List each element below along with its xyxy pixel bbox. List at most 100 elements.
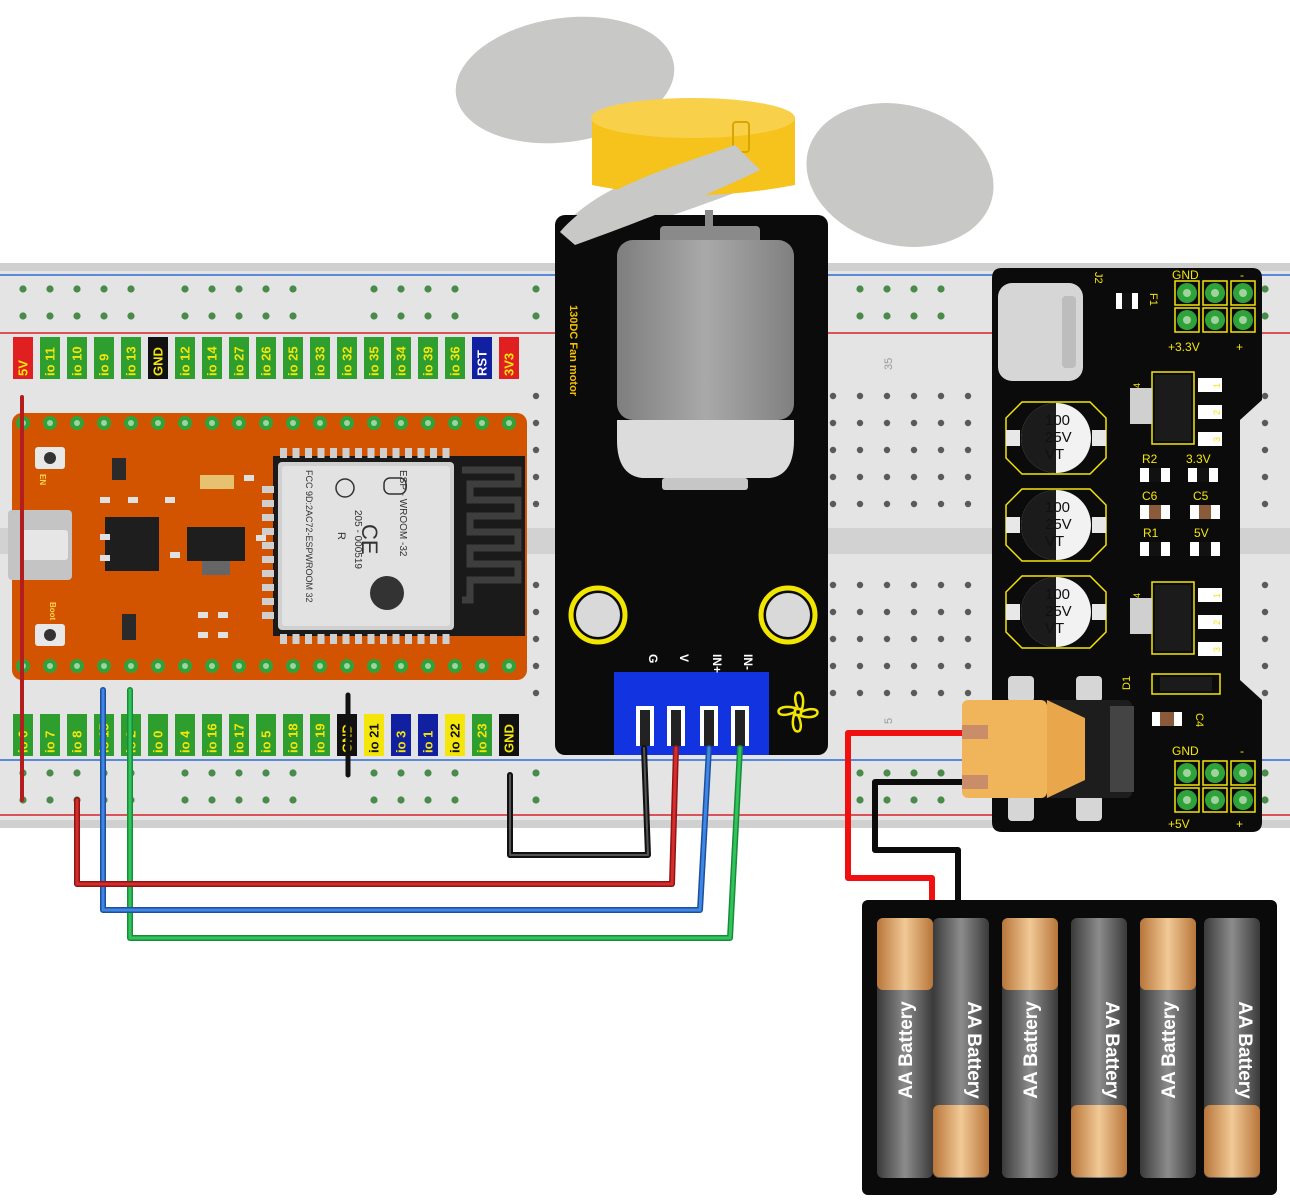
wroom-pad: [367, 448, 375, 458]
pin-label-box: [391, 714, 411, 756]
header-pin-hole: [1211, 769, 1219, 777]
pin-label: RST: [475, 350, 490, 376]
regulator-bottom-tab: [1130, 598, 1152, 634]
grid-hole: [964, 500, 972, 508]
grid-hole: [937, 608, 945, 616]
grid-hole: [829, 473, 837, 481]
wire-red-vcc[interactable]: [75, 746, 678, 886]
wroom-pad: [262, 528, 274, 535]
f1-label: F1: [1147, 293, 1159, 306]
boot-button-cap[interactable]: [44, 629, 56, 641]
capacitor-stripe: [1021, 403, 1056, 473]
rail-hole: [19, 285, 27, 293]
grid-hole: [964, 392, 972, 400]
wroom-pad: [280, 448, 287, 458]
pin-label: io 10: [70, 346, 85, 376]
smd-component: [170, 552, 180, 558]
battery-label: AA Battery: [963, 1001, 984, 1099]
grid-hole: [532, 608, 540, 616]
usb-c-port[interactable]: [998, 283, 1083, 381]
grid-hole: [856, 392, 864, 400]
rail-hole: [208, 312, 216, 320]
pin-label: io 23: [475, 723, 490, 753]
esp32-pin-hole: [398, 420, 404, 426]
wroom-pad: [392, 634, 400, 644]
battery-label: AA Battery: [896, 1001, 917, 1099]
wire-battery-red[interactable]: [845, 730, 973, 908]
smd-component: [100, 555, 110, 561]
pin-label-box: [445, 714, 465, 756]
grid-hole: [883, 500, 891, 508]
fan-pin-slots: [636, 706, 749, 746]
r2-label: R2: [1142, 452, 1158, 466]
pin-label: io 9: [97, 354, 112, 376]
grid-hole: [829, 419, 837, 427]
power-top-pins: [1174, 280, 1256, 333]
pin-label-box: [364, 337, 384, 379]
breadboard-holes: [19, 285, 1269, 804]
capacitor-label: VT: [1045, 533, 1064, 550]
smd-component: [165, 497, 175, 503]
battery-label: AA Battery: [1159, 1001, 1180, 1099]
grid-hole: [829, 581, 837, 589]
grid-hole: [910, 608, 918, 616]
esp32-pin-hole: [344, 663, 350, 669]
esp32-pin-hole: [155, 663, 161, 669]
grid-hole: [856, 446, 864, 454]
pin-label-box: [121, 337, 141, 379]
dc-jack-pin-b: [1076, 676, 1102, 702]
pin-label-box: [67, 714, 87, 756]
pin-label-box: [256, 337, 276, 379]
pin-label: io 5: [259, 731, 274, 753]
header-pin-outline: [1202, 307, 1228, 333]
esp32-pin-hole: [371, 663, 377, 669]
header-pin-outline: [1202, 787, 1228, 813]
wroom-ce-mark: CE: [357, 524, 382, 555]
pin-label-box: [67, 337, 87, 379]
rail-hole: [532, 312, 540, 320]
esp32-pin-hole: [263, 663, 269, 669]
rail-hole: [289, 285, 297, 293]
wroom-pad: [262, 486, 274, 493]
dc-plug-body[interactable]: [962, 700, 1047, 798]
pin-label: io 3: [394, 731, 409, 753]
dc-jack-pin-a: [1008, 676, 1034, 702]
pin-label: io 36: [448, 346, 463, 376]
battery-cap-gold: [1140, 918, 1196, 990]
wire-green-signal[interactable]: [128, 688, 742, 940]
grid-hole: [532, 473, 540, 481]
wroom-pad: [330, 634, 337, 644]
rail-hole: [46, 796, 54, 804]
wires: [20, 395, 973, 941]
rail-hole: [235, 312, 243, 320]
grid-hole: [829, 662, 837, 670]
j2-label: J2: [1092, 272, 1104, 284]
dc-plug: [962, 700, 1085, 798]
rail-hole: [451, 769, 459, 777]
pin-label-box: [364, 714, 384, 756]
rail-hole: [289, 796, 297, 804]
rail-hole: [910, 285, 918, 293]
pin-label-box: [175, 714, 195, 756]
pin-label: io 35: [367, 346, 382, 376]
wire-battery-black[interactable]: [872, 779, 973, 908]
grid-hole: [856, 662, 864, 670]
grid-hole: [1261, 662, 1269, 670]
wroom-pad: [330, 448, 337, 458]
wire-blue-signal[interactable]: [101, 688, 711, 912]
pin-label-box: [310, 337, 330, 379]
rail-hole: [937, 285, 945, 293]
motor-shaft: [705, 210, 713, 235]
capacitor-lead: [1092, 604, 1106, 620]
capacitor-stripe: [1021, 577, 1056, 647]
grid-hole: [964, 419, 972, 427]
dc-jack-opening: [1110, 706, 1134, 792]
grid-hole: [532, 419, 540, 427]
smd-component: [198, 612, 208, 618]
esp32-pin-hole: [101, 420, 107, 426]
en-button-cap[interactable]: [44, 452, 56, 464]
grid-hole: [829, 500, 837, 508]
rail-hole: [937, 796, 945, 804]
wroom-pad: [342, 448, 350, 458]
